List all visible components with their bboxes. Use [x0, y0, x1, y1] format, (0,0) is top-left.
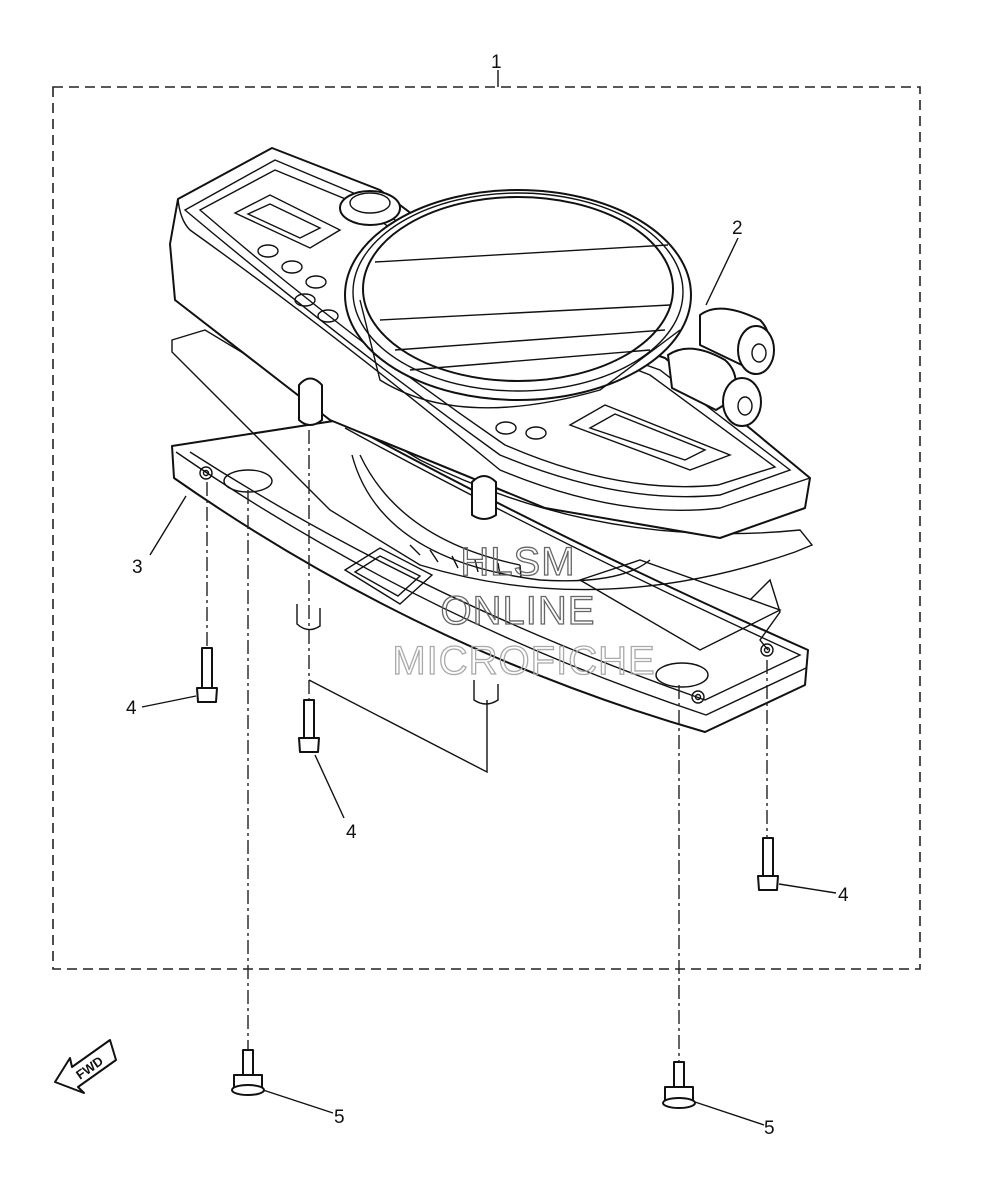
watermark-line-3: MICROFICHE	[392, 639, 655, 683]
screw-4-right	[757, 837, 779, 891]
watermark: HLSM ONLINE MICROFICHE	[392, 539, 656, 683]
gauge-sweep	[351, 454, 651, 582]
fwd-arrow-icon: FWD	[54, 1039, 117, 1094]
watermark-line-2: ONLINE	[441, 589, 596, 633]
assembly-boundary	[52, 86, 921, 970]
callout-5-left: 5	[334, 1107, 345, 1128]
callout-4-right: 4	[838, 885, 849, 906]
screw-4-middle	[298, 699, 320, 753]
watermark-line-1: HLSM	[460, 540, 575, 584]
callout-1: 1	[491, 52, 502, 73]
callout-2: 2	[732, 218, 743, 239]
screw-5-left	[231, 1049, 265, 1096]
leader-lines	[141, 70, 837, 1126]
callout-5-right: 5	[764, 1118, 775, 1139]
callout-3: 3	[132, 557, 143, 578]
center-lines	[206, 430, 768, 1062]
screw-5-right	[662, 1061, 696, 1109]
callout-4-left: 4	[126, 698, 137, 719]
screw-4-left	[196, 647, 218, 703]
callout-4-middle: 4	[346, 822, 357, 843]
gasket	[171, 329, 814, 591]
upper-housing	[169, 147, 811, 539]
